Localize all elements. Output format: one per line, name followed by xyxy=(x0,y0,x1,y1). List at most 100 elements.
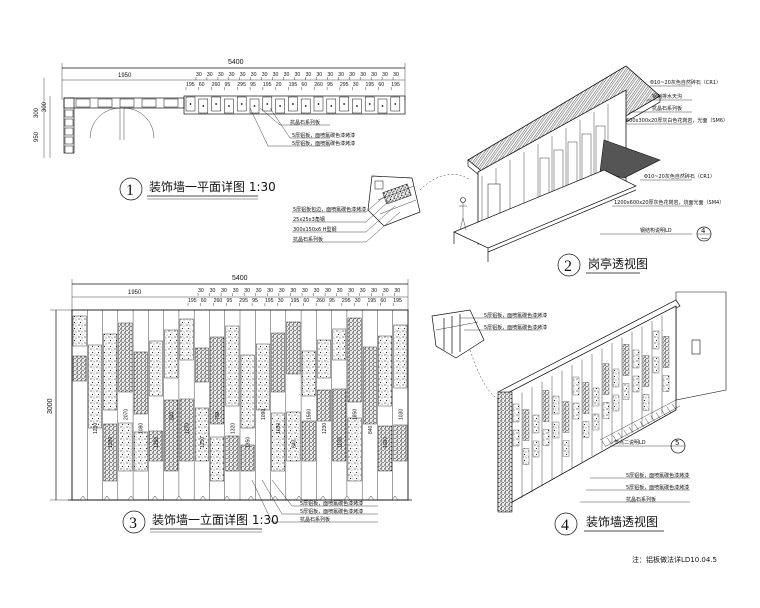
plan-segment-dim-mid: 95 xyxy=(225,82,231,88)
plan-segment-dim-mid: 95 xyxy=(327,82,333,88)
elevation-sub-dim-left: 1950 xyxy=(128,290,142,296)
human-figure-icon xyxy=(459,197,467,231)
perspective-gutter xyxy=(599,399,681,448)
elevation-panel-dim: 1250 xyxy=(200,437,206,448)
plan-segment-dim: 30 xyxy=(273,72,279,78)
kiosk-callout-text: Φ10~20灰色自然碎石（CR1） xyxy=(650,79,721,86)
elevation-segment-dim: 30 xyxy=(256,288,262,294)
plan-segment-dim-mid: 195 xyxy=(186,82,195,88)
plan-segment-dim: 30 xyxy=(382,72,388,78)
kiosk-detail-bubble xyxy=(367,174,471,227)
elevation-panel-dim: 1320 xyxy=(230,423,236,434)
elevation-segment-dim: 30 xyxy=(394,288,400,294)
elevation-panel-dim: 1130 xyxy=(337,437,343,448)
elevation-overall-dim: 5400 xyxy=(232,275,248,282)
elevation-panel-dim: 1030 xyxy=(398,409,404,420)
plan-title: 装饰墙一平面详图 1:30 xyxy=(149,179,276,194)
plan-segment-dim: 30 xyxy=(338,72,344,78)
kiosk-title-block: 2 岗亭透视图 xyxy=(557,253,648,277)
perspective-callouts-bottom: 5厚铝板，面喷氟碳色漆烤漆 5厚铝板，面喷氟碳色漆烤漆 抗晶石系列板 xyxy=(580,472,690,503)
elevation-segment-dim: 30 xyxy=(279,288,285,294)
sheet-note: 注：铝板做法详LD10.04.5 xyxy=(632,555,717,564)
plan-segment-dim: 30 xyxy=(207,72,213,78)
elevation-segment-dim: 30 xyxy=(337,288,343,294)
elevation-panel-dim: 1230 xyxy=(93,423,99,434)
elevation-panel-dim: 840 xyxy=(368,425,374,434)
elevation-segment-dim-mid: 95 xyxy=(252,298,258,304)
elevation-segment-dim: 30 xyxy=(348,288,354,294)
plan-segment-dim-mid: 95 xyxy=(250,82,256,88)
plan-overall-dim: 5400 xyxy=(228,59,244,66)
plan-segment-dim-mid: 195 xyxy=(366,82,375,88)
perspective-callout-text: 抗晶石系列板 xyxy=(626,496,656,503)
elevation-title: 装饰墙一立面详图 1:30 xyxy=(152,512,279,527)
elevation-segment-dim: 30 xyxy=(198,288,204,294)
elevation-segment-dim-mid: 60 xyxy=(201,298,207,304)
elevation-callouts: 5厚铝板，面喷氟碳色漆烤漆 5厚铝板，面喷氟碳色漆烤漆 抗晶石系列板 xyxy=(251,479,378,523)
elevation-segment-dim-mid: 295 xyxy=(239,298,248,304)
kiosk-ref-mark: 4 xyxy=(701,227,706,235)
kiosk-callout-text: 钢制排水天沟 xyxy=(652,93,682,100)
elevation-segment-dim: 30 xyxy=(325,288,331,294)
elevation-panel-dim: 1090 xyxy=(261,409,267,420)
plan-segment-dim-mid: 30 xyxy=(353,82,359,88)
elevation-segment-dim-mid: 295 xyxy=(342,298,351,304)
elevation-drawing-number: 3 xyxy=(129,515,137,532)
plan-segment-dim: 30 xyxy=(316,72,322,78)
perspective-callout-text: 5厚铝板，面喷氟碳色漆烤漆 xyxy=(484,312,547,319)
plan-segment-dim: 30 xyxy=(229,72,235,78)
elevation-panel-dim: 1200 xyxy=(108,437,114,448)
perspective-detail-bubble xyxy=(431,309,501,401)
plan-segment-dim-mid: 20 xyxy=(276,82,282,88)
plan-callouts: 抗晶石系列板 5厚铝板，面喷氟碳色漆烤漆 5厚铝板，面喷氟碳色漆烤漆 xyxy=(249,107,355,147)
plan-segment-dim-mid: 295 xyxy=(340,82,349,88)
plan-segment-dim-mid: 260 xyxy=(212,82,221,88)
plan-sub-dim-left: 1950 xyxy=(118,73,132,79)
kiosk-perspective-drawing: 5厚铝板包边，面喷氟碳色漆烤漆 25x25x3角钢 300x150x6 H型钢 … xyxy=(292,65,728,277)
plan-segment-dim-mid: 60 xyxy=(378,82,384,88)
elevation-segment-dim-mid: 260 xyxy=(214,298,223,304)
kiosk-detail-callout-text: 5厚铝板包边，面喷氟碳色漆烤漆 xyxy=(293,206,366,213)
elevation-segment-dim: 30 xyxy=(360,288,366,294)
elevation-callout-text: 5厚铝板，面喷氟碳色漆烤漆 xyxy=(300,508,363,515)
elevation-panel-dim: 750 xyxy=(215,411,221,420)
plan-callout-text: 5厚铝板，面喷氟碳色漆烤漆 xyxy=(292,132,355,139)
elevation-segment-dim-mid: 195 xyxy=(188,298,197,304)
elevation-segment-dim-mid: 30 xyxy=(355,298,361,304)
elevation-segment-dim-mid: 60 xyxy=(303,298,309,304)
perspective-ref-text: 节点二说明LD xyxy=(614,439,646,446)
plan-segment-dim: 30 xyxy=(284,72,290,78)
plan-segment-dim-mid: 195 xyxy=(263,82,272,88)
plan-wall-left xyxy=(63,97,185,154)
kiosk-callout-text: 600x300x20厚灰白色花岗岩，光面（SM6） xyxy=(626,117,728,124)
plan-segment-dim: 30 xyxy=(262,72,268,78)
elevation-panel-dim: 1270 xyxy=(185,423,191,434)
kiosk-detail-callout-text: 抗晶石系列板 xyxy=(293,236,323,243)
elevation-segment-dim: 30 xyxy=(244,288,250,294)
elevation-callout-text: 抗晶石系列板 xyxy=(300,516,330,523)
plan-callout-text: 抗晶石系列板 xyxy=(290,119,320,126)
elevation-segment-dim: 30 xyxy=(233,288,239,294)
plan-callout-text: 5厚铝板，面喷氟碳色漆烤漆 xyxy=(292,140,355,147)
plan-segment-dim-mid: 60 xyxy=(301,82,307,88)
plan-title-block: 1 装饰墙一平面详图 1:30 xyxy=(119,177,276,201)
elevation-panel-dim: 840 xyxy=(292,439,298,448)
wall-perspective-drawing: 5厚铝板，面喷氟碳色漆烤漆 5厚铝板，面喷氟碳色漆烤漆 节点二说明LD 5 5厚… xyxy=(431,291,727,564)
perspective-title-block: 4 装饰墙透视图 xyxy=(554,512,664,536)
elevation-segment-dim: 30 xyxy=(371,288,377,294)
kiosk-callout-text: 1200x600x20厚灰色花岗岩，烧面光面（SM4） xyxy=(614,199,724,206)
plan-segment-dim: 30 xyxy=(218,72,224,78)
perspective-callout-text: 5厚铝板，面喷氟碳色漆烤漆 xyxy=(626,484,689,491)
perspective-callouts-top: 5厚铝板，面喷氟碳色漆烤漆 5厚铝板，面喷氟碳色漆烤漆 xyxy=(460,312,547,331)
elevation-segment-dim-mid: 195 xyxy=(393,298,402,304)
perspective-title: 装饰墙透视图 xyxy=(586,514,658,529)
elevation-segment-dim-mid: 260 xyxy=(316,298,325,304)
plan-side-dim: 300 xyxy=(42,101,48,112)
plan-segment-dim: 30 xyxy=(240,72,246,78)
kiosk-platform xyxy=(453,169,637,249)
perspective-callout-text: 5厚铝板，面喷氟碳色漆烤漆 xyxy=(484,324,547,331)
